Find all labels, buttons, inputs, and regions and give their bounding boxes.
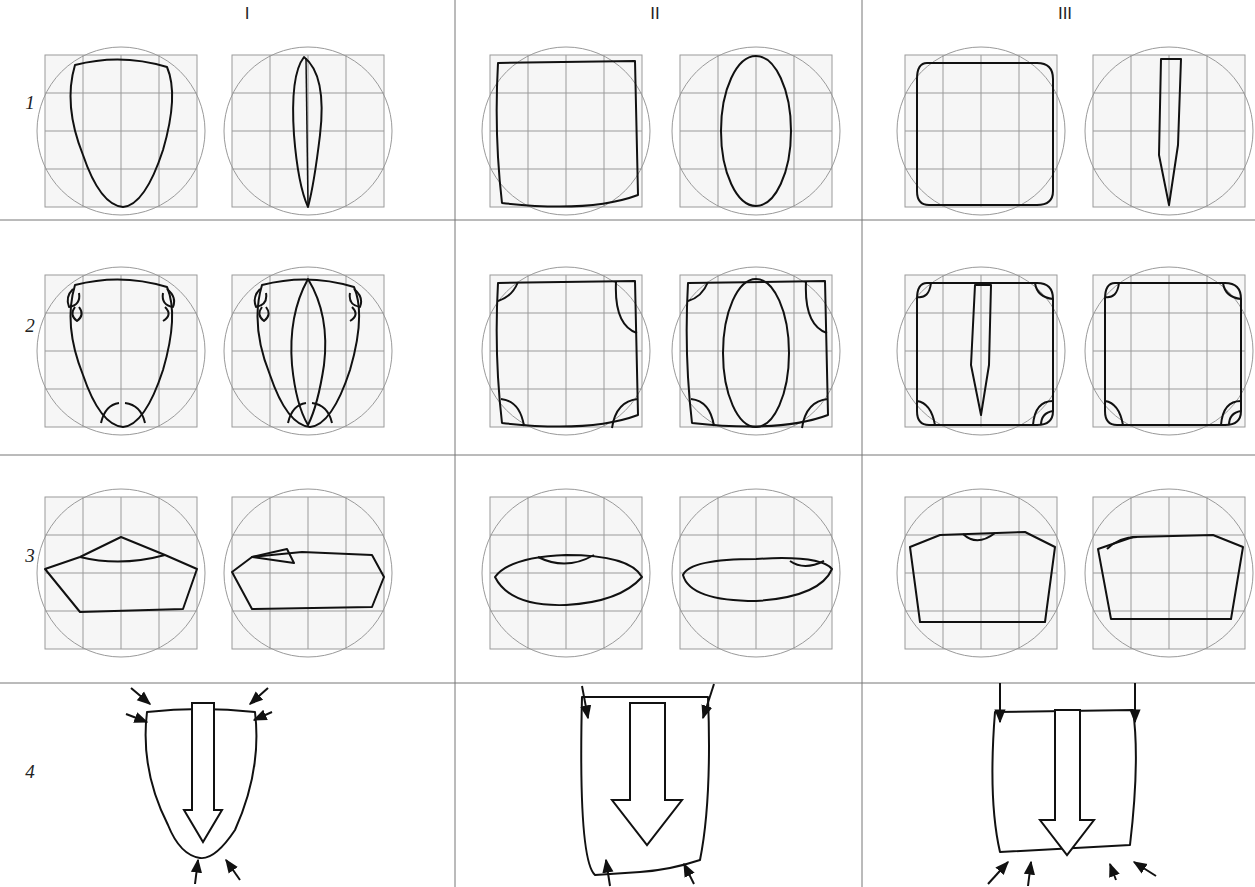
column-label: II [650,4,659,24]
column-label: III [1058,4,1072,24]
row-number: 3 [25,546,35,566]
tool-outlines [45,56,1243,875]
grid-panels [37,47,1253,657]
column-label: I [245,4,250,24]
row-number: 2 [25,316,35,336]
impact-arrow [126,683,1156,886]
row-number: 4 [25,762,35,782]
row-number: 1 [25,93,35,113]
force-arrow [184,703,1094,855]
